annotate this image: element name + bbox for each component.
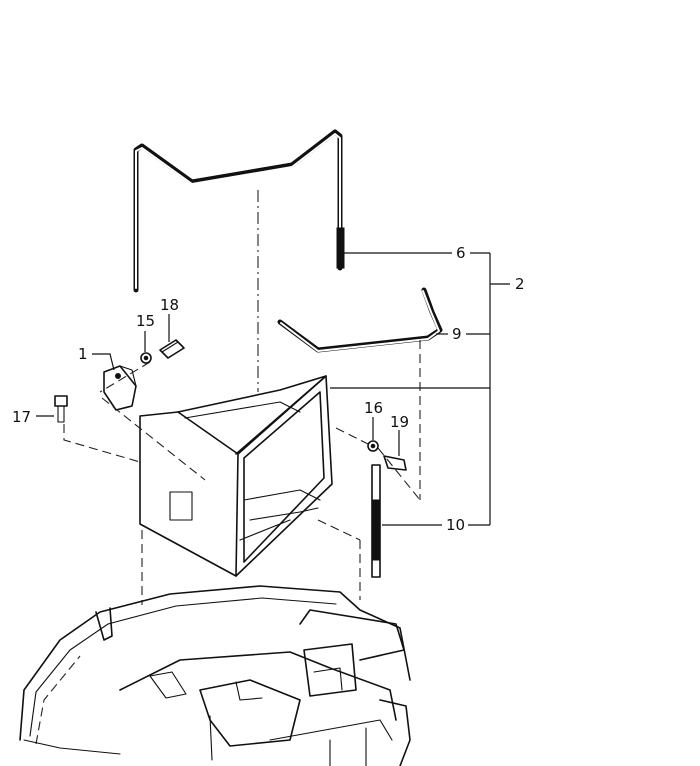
callout-10: 10 <box>446 516 465 534</box>
callout-2: 2 <box>515 275 525 293</box>
part-16-washer <box>367 440 379 452</box>
part-18-screw <box>159 339 185 359</box>
callout-18: 18 <box>160 296 179 314</box>
main-housing <box>139 375 333 577</box>
part-6-upper-gasket <box>133 129 345 293</box>
part-9-middle-gasket <box>277 287 443 353</box>
callout-1: 1 <box>78 345 88 363</box>
callout-6: 6 <box>456 244 466 262</box>
callout-labels: 6 2 9 10 1 15 18 17 16 19 <box>12 244 525 534</box>
callout-16: 16 <box>364 399 383 417</box>
part-1-bracket <box>103 365 137 411</box>
callout-9: 9 <box>452 325 462 343</box>
base-tub <box>19 585 411 766</box>
part-17-screw <box>54 395 68 423</box>
callout-15: 15 <box>136 312 155 330</box>
part-10-vertical-gasket <box>371 464 381 578</box>
callout-17: 17 <box>12 408 31 426</box>
part-15-washer <box>140 352 152 364</box>
assembly-lines <box>63 190 421 605</box>
part-19-screw <box>383 455 407 471</box>
callout-19: 19 <box>390 413 409 431</box>
leader-lines <box>36 252 510 526</box>
